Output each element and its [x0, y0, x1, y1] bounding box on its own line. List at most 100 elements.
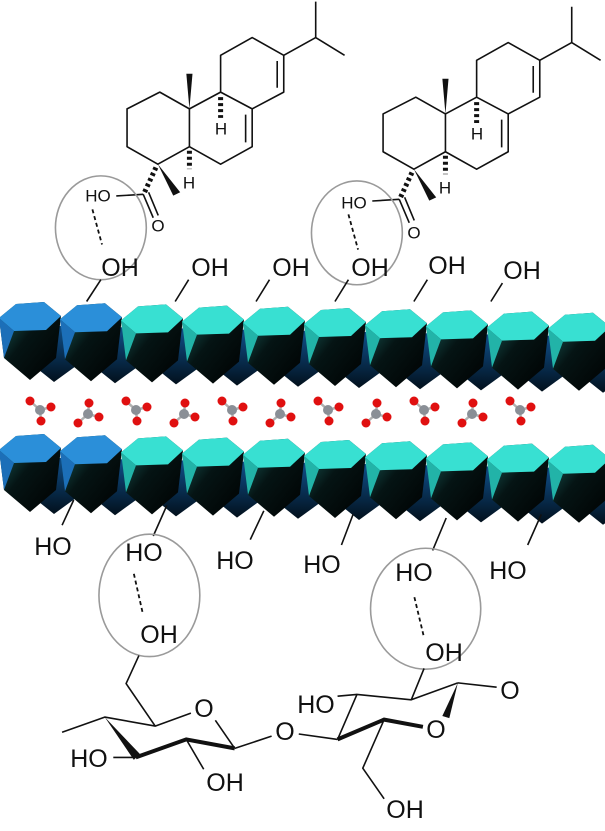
- carbon-atom: [467, 409, 477, 419]
- oxygen-atom: [228, 416, 238, 426]
- oxygen-atom: [46, 402, 56, 412]
- octahedron-side-face: [243, 454, 258, 495]
- h-label: H: [183, 174, 195, 193]
- octahedron-top-face: [548, 444, 605, 474]
- octahedron-top-face: [0, 434, 61, 463]
- octahedron-top-face: [304, 308, 366, 337]
- layer-oh-label: OH: [101, 254, 139, 282]
- oxygen-atom: [286, 412, 296, 422]
- sugar-oh-label: OH: [425, 639, 463, 667]
- octahedron-top-face: [121, 304, 183, 334]
- oxygen-atom: [180, 398, 190, 408]
- carbon-atom: [131, 405, 141, 415]
- oxygen-atom: [382, 412, 392, 422]
- sugar-ho-label: HO: [70, 745, 108, 773]
- sugar-oh-label: OH: [140, 621, 178, 649]
- carbonate-interlayer: [25, 396, 536, 428]
- octahedron-side-face: [243, 322, 258, 363]
- octahedron-top-face: [60, 303, 122, 333]
- oxygen-atom: [36, 416, 46, 426]
- layer-ho-label: HO: [216, 547, 254, 575]
- carbon-atom: [227, 405, 237, 415]
- oxygen-atom: [276, 398, 286, 408]
- oxygen-atom: [420, 416, 430, 426]
- oxygen-atom: [217, 396, 227, 406]
- octahedron-top-face: [60, 435, 122, 465]
- octahedron-top-face: [0, 302, 61, 331]
- sugar-oh-label: OH: [386, 796, 424, 824]
- octahedron-side-face: [304, 324, 319, 364]
- octahedron-top-face: [487, 443, 549, 473]
- sugar-bonds: [62, 500, 541, 799]
- octahedron-side-face: [365, 457, 380, 498]
- hydroxide-layer-bottom: [0, 434, 605, 525]
- octahedron-top-face: [304, 440, 366, 469]
- carbonyl-o-label: O: [151, 217, 164, 236]
- ring-oxygen-label: O: [194, 695, 213, 723]
- oxygen-atom: [457, 418, 467, 428]
- octahedron-side-face: [548, 328, 563, 369]
- layer-ho-label: HO: [125, 539, 163, 567]
- oxygen-atom: [478, 412, 488, 422]
- layer-ho-label: HO: [303, 551, 341, 579]
- octahedron-side-face: [0, 318, 14, 358]
- octahedron-top-face: [121, 436, 183, 466]
- octahedron-top-face: [182, 437, 244, 467]
- layer-oh-label: OH: [191, 254, 229, 282]
- oxygen-atom: [132, 416, 142, 426]
- octahedron-top-face: [548, 312, 605, 342]
- oxygen-atom: [334, 402, 344, 412]
- octahedron-top-face: [426, 310, 488, 340]
- carbon-atom: [515, 405, 525, 415]
- octahedron-top-face: [182, 305, 244, 335]
- layer-oh-label: OH: [428, 252, 466, 280]
- abietic-acid-molecule-1: [55, 2, 344, 280]
- oxygen-atom: [25, 396, 35, 406]
- octahedron-side-face: [182, 453, 197, 494]
- octahedron-side-face: [426, 458, 441, 499]
- hydrogen-bond-circle: [371, 548, 481, 669]
- ring-oxygen-label: O: [426, 716, 445, 744]
- oxygen-atom: [94, 412, 104, 422]
- oxygen-atom: [409, 396, 419, 406]
- carbon-atom: [179, 409, 189, 419]
- octahedron-side-face: [182, 321, 197, 362]
- octahedron-side-face: [0, 450, 14, 490]
- oxygen-atom: [361, 418, 371, 428]
- carbon-atom: [83, 409, 93, 419]
- octahedron-top-face: [243, 438, 305, 468]
- carbon-atom: [371, 409, 381, 419]
- hydroxide-layer-top: [0, 302, 605, 393]
- octahedron-side-face: [487, 327, 502, 368]
- octahedron-side-face: [487, 459, 502, 500]
- oxygen-atom: [505, 396, 515, 406]
- octahedron-side-face: [60, 319, 75, 360]
- oxygen-atom: [468, 398, 478, 408]
- sugar-oh-label: OH: [206, 769, 244, 797]
- glycosidic-oxygen-label: O: [275, 718, 294, 746]
- octahedron-side-face: [121, 320, 136, 361]
- terminal-oxygen-label: O: [500, 677, 519, 705]
- layer-ho-label: HO: [395, 559, 433, 587]
- oxygen-atom: [265, 418, 275, 428]
- abietic-acid-bonds: [55, 2, 602, 302]
- octahedron-top-face: [487, 311, 549, 341]
- octahedron-side-face: [304, 456, 319, 496]
- octahedron-top-face: [365, 309, 427, 339]
- layer-oh-label: OH: [351, 254, 389, 282]
- oxygen-atom: [430, 402, 440, 412]
- oxygen-atom: [84, 398, 94, 408]
- oxygen-atom: [372, 398, 382, 408]
- abietic-acid-molecule-2: [310, 5, 602, 286]
- carbon-atom: [323, 405, 333, 415]
- carbon-atom: [419, 405, 429, 415]
- h-label: H: [215, 120, 227, 139]
- octahedron-top-face: [365, 441, 427, 471]
- octahedron-side-face: [548, 460, 563, 501]
- layer-oh-label: OH: [272, 254, 310, 282]
- octahedron-side-face: [426, 326, 441, 367]
- layer-ho-label: HO: [489, 557, 527, 585]
- hydrogen-bond: [92, 209, 102, 244]
- oxygen-atom: [142, 402, 152, 412]
- oxygen-atom: [313, 396, 323, 406]
